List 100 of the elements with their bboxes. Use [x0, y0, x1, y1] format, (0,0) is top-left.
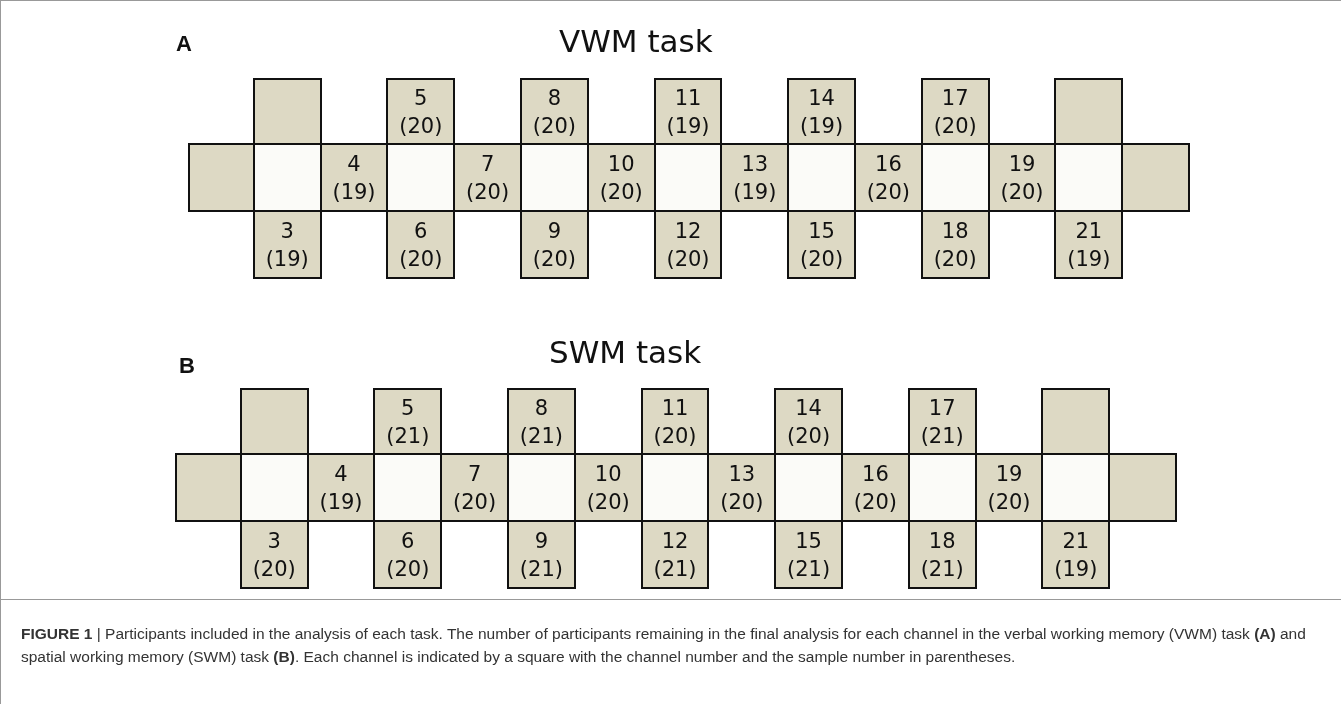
- sample-count: (20): [532, 112, 576, 140]
- channel-square: [252, 210, 322, 279]
- channel-number: 14: [808, 84, 835, 112]
- channel-number: 18: [941, 217, 969, 245]
- sample-count: (21): [920, 422, 964, 450]
- channel-square: [907, 388, 977, 455]
- sample-count: (20): [252, 555, 296, 583]
- sample-count: (20): [720, 488, 764, 516]
- channel-number: 3: [267, 527, 281, 555]
- sample-count: (21): [653, 555, 697, 583]
- sample-count: (21): [920, 555, 964, 583]
- channel-number: 15: [795, 527, 822, 555]
- channel-number: 16: [862, 460, 889, 488]
- channel-number: 7: [467, 460, 482, 488]
- channel-square: [507, 520, 576, 589]
- panel-letter: A: [176, 31, 192, 57]
- channel-number: 21: [1075, 217, 1103, 245]
- channel-number: 17: [941, 84, 969, 112]
- channel-square: [920, 78, 990, 145]
- channel-square: [386, 210, 456, 279]
- sample-count: (20): [1000, 178, 1044, 206]
- channel-square: [774, 520, 843, 589]
- channel-number: 3: [280, 217, 294, 245]
- sample-count: (20): [399, 112, 443, 140]
- sample-count: (20): [399, 245, 443, 273]
- channel-number: 5: [401, 394, 415, 422]
- channel-square: [386, 78, 456, 145]
- channel-number: 11: [674, 84, 702, 112]
- channel-number: 12: [674, 217, 702, 245]
- sample-count: (21): [519, 555, 563, 583]
- sample-count: (19): [1067, 245, 1111, 273]
- sample-count: (21): [386, 422, 430, 450]
- channel-number: 15: [808, 217, 835, 245]
- channel-number: 19: [1008, 150, 1036, 178]
- sample-count: (21): [519, 422, 563, 450]
- channel-square: [373, 520, 443, 589]
- sample-count: (20): [386, 555, 430, 583]
- sample-count: (20): [866, 178, 910, 206]
- channel-number: 13: [741, 150, 769, 178]
- channel-number: 10: [594, 460, 622, 488]
- channel-square: [640, 520, 710, 589]
- sample-count: (20): [666, 245, 710, 273]
- channel-number: 6: [414, 217, 428, 245]
- sample-count: (20): [987, 488, 1031, 516]
- figure-caption: FIGURE 1 | Participants included in the analysis of each task. The number of participants remaining in the final analysis for each channel in the verbal working memory (VWM) task (A) and spatial working memory (SWM) task (B). Each channel is indicated by a square with the channel number and the sample number in parentheses.: [21, 624, 1307, 667]
- channel-number: 5: [414, 84, 428, 112]
- channel-number: 6: [401, 527, 415, 555]
- sample-count: (20): [933, 112, 977, 140]
- channel-number: 12: [661, 527, 689, 555]
- sample-count: (20): [800, 245, 844, 273]
- sample-count: (19): [733, 178, 777, 206]
- sample-count: (20): [453, 488, 497, 516]
- channel-square: [774, 388, 843, 455]
- channel-square: [1054, 210, 1124, 279]
- channel-number: 21: [1062, 527, 1090, 555]
- sample-count: (20): [466, 178, 510, 206]
- channel-square: [252, 78, 322, 145]
- channel-square: [175, 453, 242, 522]
- channel-square: [520, 210, 589, 279]
- channel-number: 13: [728, 460, 756, 488]
- channel-square: [507, 388, 576, 455]
- sample-count: (20): [586, 488, 630, 516]
- sample-count: (19): [666, 112, 710, 140]
- channel-number: 9: [534, 527, 549, 555]
- sample-count: (19): [332, 178, 376, 206]
- channel-square: [239, 520, 309, 589]
- panel-title: SWM task: [549, 334, 702, 370]
- panel-letter: B: [179, 353, 195, 379]
- channel-number: 8: [534, 394, 549, 422]
- channel-number: 9: [547, 217, 562, 245]
- channel-square: [373, 388, 443, 455]
- channel-square: [787, 210, 856, 279]
- channel-number: 19: [995, 460, 1023, 488]
- channel-square: [1054, 78, 1124, 145]
- channel-number: 17: [928, 394, 956, 422]
- sample-count: (20): [853, 488, 897, 516]
- channel-number: 7: [480, 150, 495, 178]
- channel-square: [1041, 388, 1111, 455]
- sample-count: (20): [787, 422, 831, 450]
- sample-count: (19): [265, 245, 309, 273]
- channel-square: [1041, 520, 1111, 589]
- channel-number: 18: [928, 527, 956, 555]
- channel-square: [239, 388, 309, 455]
- channel-square: [188, 143, 255, 212]
- channel-square: [907, 520, 977, 589]
- channel-square: [920, 210, 990, 279]
- channel-square: [653, 78, 723, 145]
- sample-count: (19): [319, 488, 363, 516]
- sample-count: (20): [653, 422, 697, 450]
- channel-square: [520, 78, 589, 145]
- channel-number: 14: [795, 394, 822, 422]
- channel-number: 8: [547, 84, 562, 112]
- panel-title: VWM task: [559, 23, 713, 59]
- sample-count: (21): [787, 555, 831, 583]
- channel-number: 11: [661, 394, 689, 422]
- sample-count: (20): [532, 245, 576, 273]
- channel-number: 4: [347, 150, 361, 178]
- channel-number: 16: [875, 150, 902, 178]
- channel-square: [787, 78, 856, 145]
- channel-number: 10: [607, 150, 635, 178]
